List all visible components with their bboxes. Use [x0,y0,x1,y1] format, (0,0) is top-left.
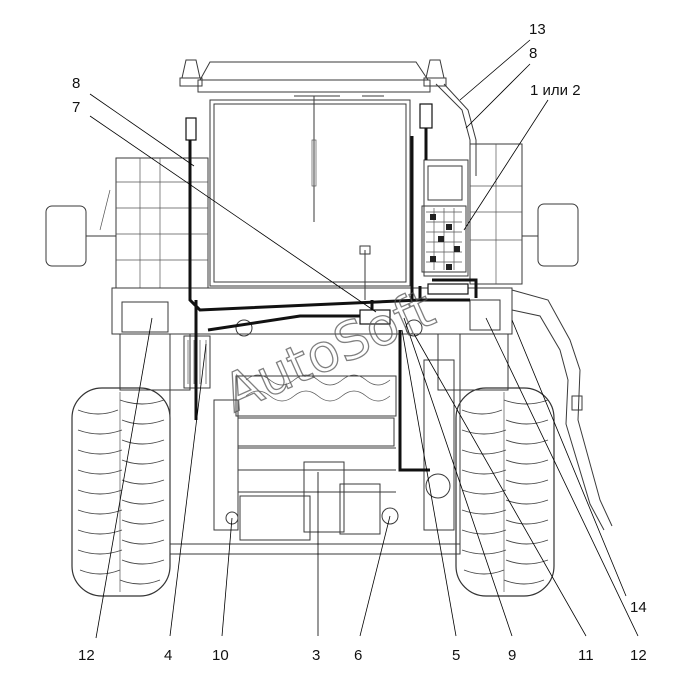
callout-3: 3 [312,647,320,664]
callout-1-or-2: 1 или 2 [530,82,581,99]
watermark: AutoSoft [214,278,444,425]
callout-9: 9 [508,647,516,664]
right-handrail [435,83,471,176]
right-beacon [423,59,447,87]
wiring-harness [185,103,478,472]
callout-8-left: 8 [72,75,80,92]
callout-12-right: 12 [630,647,647,664]
leader-lines [89,39,639,639]
callout-7: 7 [72,99,80,116]
right-horn [405,319,423,337]
right-mirror [537,203,579,267]
callout-4: 4 [164,647,172,664]
callout-5: 5 [452,647,460,664]
cab [197,61,431,300]
callout-labels: 13 8 1 или 2 8 7 14 12 4 10 3 6 5 9 11 1… [72,21,647,664]
callout-13: 13 [529,21,546,38]
right-platform-railing [469,143,523,285]
left-tire [71,387,171,597]
left-horn [235,319,253,337]
callout-11: 11 [578,647,594,664]
callout-6: 6 [354,647,362,664]
left-beacon [179,59,203,87]
left-platform-railing [99,157,209,289]
right-tire [455,387,555,597]
fuse-relay-box [421,159,469,277]
chassis-body [111,287,513,555]
callout-8-top-right: 8 [529,45,537,62]
callout-12-left: 12 [78,647,95,664]
watermark-text: AutoSoft [215,279,443,425]
unloading-auger [511,289,613,527]
callout-10: 10 [212,647,229,664]
left-mirror [45,205,87,267]
callout-14: 14 [630,599,647,616]
